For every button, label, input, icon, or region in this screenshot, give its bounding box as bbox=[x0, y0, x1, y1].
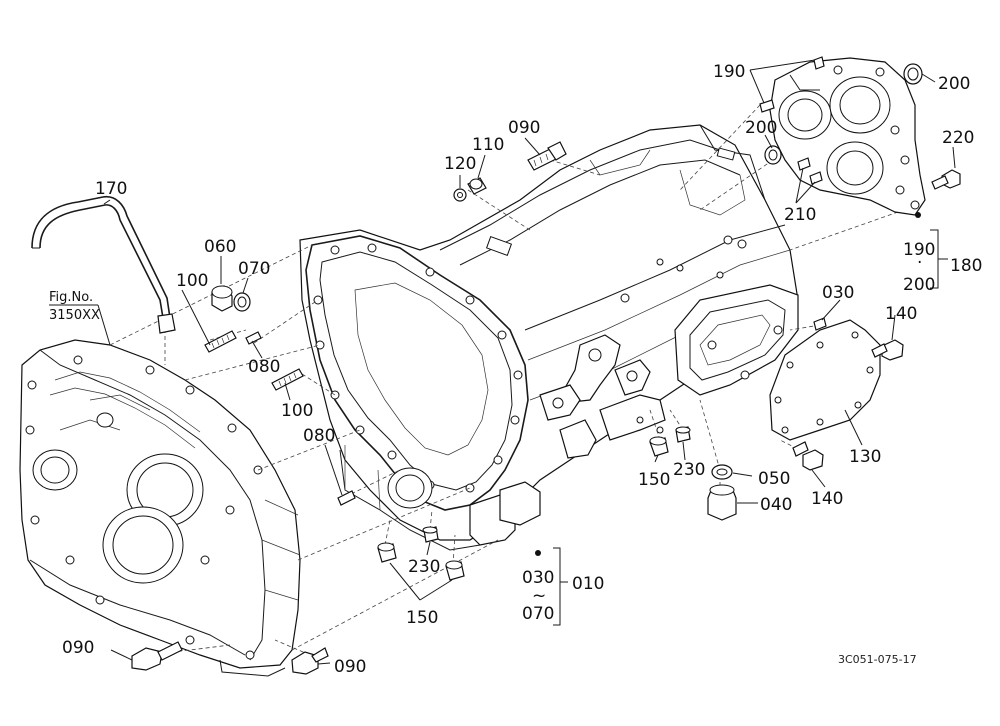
label-050: 050 bbox=[758, 469, 790, 489]
oil-seal-200-top bbox=[903, 63, 923, 85]
label-080-b: 080 bbox=[303, 426, 335, 446]
label-060: 060 bbox=[204, 237, 236, 257]
pin-030 bbox=[813, 317, 827, 331]
leader-lines bbox=[103, 59, 956, 665]
label-190-bottom: 190 bbox=[903, 240, 935, 260]
label-100-a: 100 bbox=[176, 271, 208, 291]
drain-plug-060 bbox=[211, 285, 233, 312]
callout-labels: 170 060 070 100 080 100 080 120 110 090 … bbox=[49, 62, 982, 677]
label-090-bottom-left: 090 bbox=[62, 638, 94, 658]
pin-210 bbox=[797, 157, 823, 185]
washer-070 bbox=[233, 292, 251, 312]
label-040: 040 bbox=[760, 495, 792, 515]
plug-230-right bbox=[675, 426, 691, 443]
pto-housing bbox=[769, 57, 926, 216]
bolt-090-top bbox=[527, 141, 567, 171]
label-140-top: 140 bbox=[885, 304, 917, 324]
breather-pipe bbox=[31, 195, 176, 334]
bolt-090-bl bbox=[131, 641, 183, 671]
diagram-code: 3C051-075-17 bbox=[838, 653, 917, 666]
bolt-140-top bbox=[871, 339, 904, 361]
dowel-pin-080-b bbox=[337, 490, 356, 506]
label-030-left: 030 bbox=[522, 568, 554, 588]
label-200-top: 200 bbox=[938, 74, 970, 94]
label-070-left: 070 bbox=[522, 604, 554, 624]
bolt-220 bbox=[931, 169, 961, 190]
fig-ref-label: Fig.No. bbox=[49, 290, 93, 305]
label-200-mid: 200 bbox=[745, 118, 777, 138]
label-170: 170 bbox=[95, 179, 127, 199]
stud-100-a bbox=[204, 330, 237, 353]
label-200-bottom: 200 bbox=[903, 275, 935, 295]
label-070: 070 bbox=[238, 259, 270, 279]
label-190-top: 190 bbox=[713, 62, 745, 82]
label-140-bottom: 140 bbox=[811, 489, 843, 509]
label-090-bottom-right: 090 bbox=[334, 657, 366, 677]
stud-100-b bbox=[271, 368, 304, 391]
label-150-right: 150 bbox=[638, 470, 670, 490]
label-230-right: 230 bbox=[673, 460, 705, 480]
label-dot-190: · bbox=[917, 253, 922, 273]
washer-120 bbox=[453, 188, 467, 202]
side-cover-130 bbox=[769, 319, 881, 441]
front-gear-case bbox=[19, 339, 301, 677]
label-210: 210 bbox=[784, 205, 816, 225]
label-110: 110 bbox=[472, 135, 504, 155]
plug-230-left bbox=[422, 526, 439, 543]
bullet-dot-190 bbox=[915, 212, 921, 218]
label-230-left: 230 bbox=[408, 557, 440, 577]
label-130: 130 bbox=[849, 447, 881, 467]
label-180: 180 bbox=[950, 256, 982, 276]
label-220: 220 bbox=[942, 128, 974, 148]
label-030-right: 030 bbox=[822, 283, 854, 303]
label-080-a: 080 bbox=[248, 357, 280, 377]
pin-190-top bbox=[813, 56, 825, 70]
bolt-090-br bbox=[291, 647, 329, 675]
plug-150-left-b bbox=[445, 560, 465, 581]
washer-050 bbox=[711, 464, 733, 480]
label-120: 120 bbox=[444, 154, 476, 174]
oil-seal-200-mid bbox=[764, 145, 782, 165]
plug-110 bbox=[467, 177, 487, 195]
plug-150-right bbox=[649, 436, 669, 457]
plug-040 bbox=[707, 484, 737, 521]
label-150-left: 150 bbox=[406, 608, 438, 628]
label-tilde: ~ bbox=[532, 586, 546, 606]
bullet-dot-030 bbox=[535, 550, 541, 556]
label-100-b: 100 bbox=[281, 401, 313, 421]
transmission-case bbox=[299, 124, 799, 551]
fig-ref-number: 3150XX bbox=[49, 308, 100, 323]
plug-150-left-a bbox=[377, 542, 397, 563]
label-090-top: 090 bbox=[508, 118, 540, 138]
bolt-140-bottom bbox=[792, 441, 824, 471]
label-010: 010 bbox=[572, 574, 604, 594]
dowel-pin-080-a bbox=[245, 331, 262, 345]
